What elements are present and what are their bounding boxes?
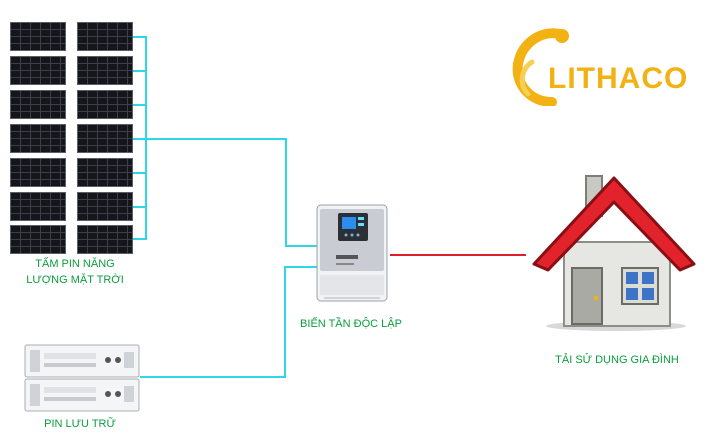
panel-bus-wire — [133, 104, 146, 106]
battery-to-inverter-wire — [284, 266, 317, 268]
solar-panel — [77, 158, 133, 187]
battery-rack — [24, 344, 140, 412]
inverter-label: BIẾN TẦN ĐỘC LẬP — [300, 318, 402, 330]
solar-panel — [10, 158, 66, 187]
panel-bus-wire — [133, 36, 146, 38]
solar-to-inverter-wire — [146, 138, 286, 140]
logo-text: LITHACO — [548, 62, 689, 95]
solar-panel — [10, 22, 66, 51]
solar-panel — [10, 56, 66, 85]
solar-to-inverter-wire — [285, 245, 317, 247]
house-icon — [524, 172, 704, 332]
solar-label: TẤM PIN NĂNG LƯỢNG MẶT TRỜI — [20, 256, 130, 288]
solar-panel — [77, 225, 133, 254]
solar-label-line1: TẤM PIN NĂNG — [35, 258, 115, 270]
battery-to-inverter-wire — [284, 266, 286, 378]
battery-graphic — [24, 344, 140, 412]
panel-bus-wire — [133, 238, 146, 240]
inverter-to-load-wire — [390, 254, 526, 256]
house-label: TẢI SỬ DỤNG GIA ĐÌNH — [555, 354, 679, 366]
solar-panel — [10, 124, 66, 153]
logo-mark — [512, 28, 569, 106]
house-graphic — [532, 175, 696, 331]
inverter-graphic — [316, 204, 388, 302]
solar-panel — [77, 56, 133, 85]
panel-bus-wire — [133, 206, 146, 208]
solar-panel — [77, 90, 133, 119]
solar-panel — [77, 22, 133, 51]
solar-panel — [10, 225, 66, 254]
solar-panel — [77, 124, 133, 153]
solar-label-line2: LƯỢNG MẶT TRỜI — [26, 274, 124, 286]
solar-to-inverter-wire — [285, 138, 287, 246]
panel-bus-wire — [133, 172, 146, 174]
battery-to-inverter-wire — [140, 376, 286, 378]
solar-panel-array — [0, 0, 150, 260]
solar-panel — [10, 192, 66, 221]
lithaco-logo: LITHACO — [512, 24, 702, 114]
solar-panel — [77, 192, 133, 221]
battery-label: PIN LƯU TRỮ — [44, 418, 116, 430]
inverter — [316, 203, 388, 303]
panel-bus-wire — [133, 138, 146, 140]
solar-panel — [10, 90, 66, 119]
panel-bus-wire — [133, 70, 146, 72]
